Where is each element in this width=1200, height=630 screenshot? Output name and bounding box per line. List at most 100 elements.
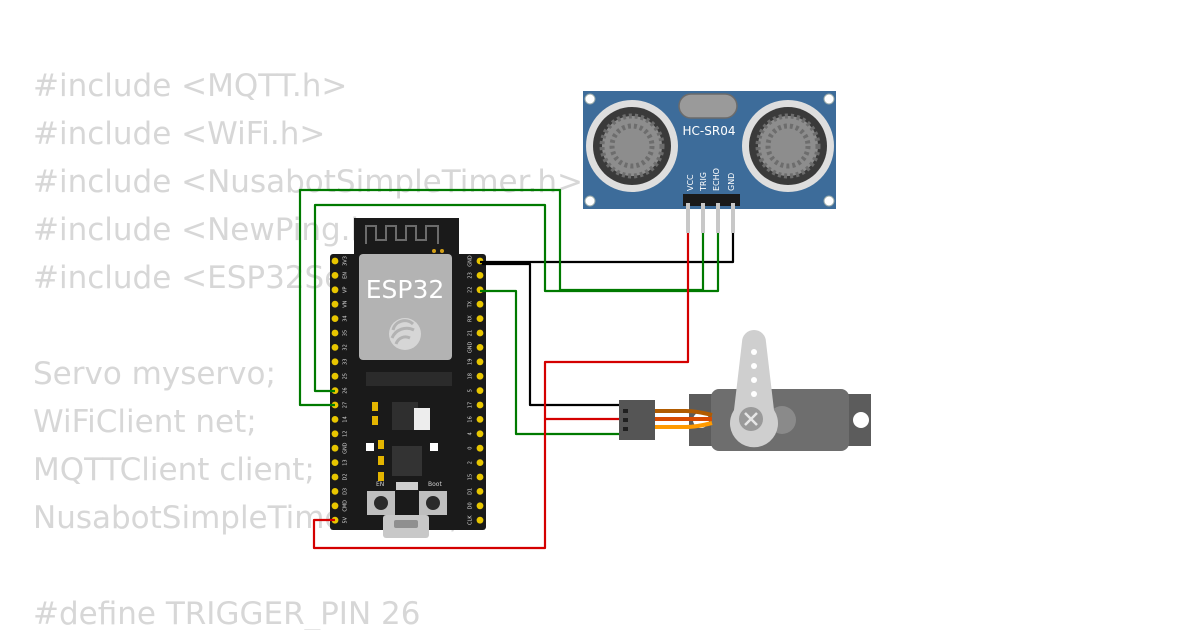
- esp32-pin[interactable]: [476, 430, 484, 438]
- connector-slot: [623, 418, 628, 422]
- esp32-pin[interactable]: [476, 416, 484, 423]
- hcsr04-sensor[interactable]: HC-SR04 VCC TRIG ECHO GND: [583, 91, 836, 233]
- esp32-pin[interactable]: [331, 272, 339, 279]
- connector-slot: [623, 427, 628, 431]
- sensor-pin-trig[interactable]: [701, 203, 705, 233]
- code-line: MQTTClient client;: [33, 452, 315, 488]
- esp32-pin-label: D0: [468, 502, 474, 509]
- esp32-pin[interactable]: [331, 257, 339, 265]
- esp32-pin[interactable]: [331, 430, 339, 438]
- esp32-pin[interactable]: [476, 516, 484, 524]
- sensor-pin-vcc[interactable]: [686, 203, 690, 233]
- esp32-pin[interactable]: [331, 358, 339, 366]
- esp32-pin[interactable]: [331, 488, 339, 495]
- smd-component: [396, 482, 418, 490]
- esp32-pin[interactable]: [476, 300, 484, 308]
- esp32-pin-label: 5V: [343, 516, 349, 523]
- esp32-pin-label: GND: [343, 442, 349, 454]
- esp32-pin[interactable]: [476, 272, 484, 279]
- esp32-pin-label: 34: [343, 315, 349, 321]
- esp32-pin[interactable]: [331, 372, 339, 380]
- esp32-pin[interactable]: [331, 315, 339, 322]
- esp32-pin-label: 13: [343, 459, 349, 465]
- wire-sensor-gnd[interactable]: [480, 233, 735, 264]
- esp32-pin[interactable]: [476, 488, 484, 495]
- esp32-pin[interactable]: [331, 329, 339, 337]
- esp32-pin[interactable]: [476, 329, 484, 337]
- antenna-pad: [440, 249, 444, 253]
- pin-label-echo: ECHO: [712, 168, 721, 191]
- esp32-pin[interactable]: [476, 502, 484, 510]
- code-line: WiFiClient net;: [33, 404, 257, 440]
- esp32-pin[interactable]: [331, 473, 339, 481]
- sensor-pin-gnd[interactable]: [731, 203, 735, 233]
- esp32-pin-label: 14: [343, 416, 349, 422]
- esp32-pin-label: 12: [343, 431, 349, 437]
- esp32-pin-label: 5: [468, 389, 474, 392]
- smd-component: [378, 440, 384, 449]
- sensor-label: HC-SR04: [683, 124, 736, 138]
- esp32-pin-label: 22: [468, 287, 474, 293]
- esp32-pin-label: RX: [468, 315, 474, 322]
- esp32-pin-label: 35: [343, 330, 349, 336]
- esp32-pin[interactable]: [476, 372, 484, 380]
- regulator: [392, 402, 418, 430]
- smd-component: [372, 402, 378, 411]
- screw-cross: [744, 412, 758, 426]
- esp32-pin-label: 33: [343, 359, 349, 365]
- code-line: Servo myservo;: [33, 356, 276, 392]
- module-castellation: [366, 372, 452, 386]
- esp32-pin[interactable]: [476, 459, 484, 466]
- esp32-shield: [359, 254, 452, 360]
- esp32-pin[interactable]: [331, 286, 339, 294]
- boot-label: Boot: [428, 481, 442, 488]
- esp32-pin-label: 27: [343, 402, 349, 408]
- esp32-pin[interactable]: [331, 344, 339, 351]
- esp32-pin-label: GND: [468, 342, 474, 354]
- esp32-pin-label: 19: [468, 359, 474, 365]
- esp32-board[interactable]: ESP32 EN Boot 3V3ENVPVN34353233252627141…: [330, 218, 486, 538]
- smd-component: [378, 472, 384, 481]
- usb-opening: [394, 520, 418, 528]
- crystal-oscillator: [678, 93, 738, 119]
- esp32-pin-label: CMD: [343, 500, 349, 512]
- left-pin-header[interactable]: 3V3ENVPVN343532332526271412GND13D2D3CMD5…: [331, 256, 349, 524]
- boot-button[interactable]: [426, 496, 440, 510]
- esp32-pin[interactable]: [476, 315, 484, 322]
- pin-label-vcc: VCC: [686, 174, 695, 191]
- esp32-pin[interactable]: [476, 401, 484, 409]
- wire-servo-signal[interactable]: [480, 289, 619, 436]
- esp32-pin[interactable]: [331, 502, 339, 510]
- smd-component: [430, 443, 438, 451]
- esp32-chip-label: ESP32: [366, 275, 445, 304]
- wire-echo[interactable]: [313, 203, 720, 393]
- esp32-pin[interactable]: [476, 286, 484, 294]
- esp32-pin-label: 32: [343, 344, 349, 350]
- esp32-pin[interactable]: [331, 444, 339, 452]
- wire-sensor-vcc[interactable]: [312, 233, 690, 550]
- code-line: #include <NusabotSimpleTimer.h>: [33, 164, 583, 200]
- transducer-right: [742, 100, 834, 192]
- esp32-pin[interactable]: [331, 416, 339, 423]
- code-line: #include <WiFi.h>: [33, 116, 326, 152]
- esp32-pin-label: VP: [343, 287, 349, 293]
- esp32-pin-label: 23: [468, 272, 474, 278]
- esp32-pin[interactable]: [476, 358, 484, 366]
- wire-servo-gnd[interactable]: [482, 262, 619, 407]
- esp32-pin-label: D1: [468, 488, 474, 495]
- esp32-pin[interactable]: [476, 473, 484, 481]
- sensor-pin-echo[interactable]: [716, 203, 720, 233]
- esp32-pin[interactable]: [331, 459, 339, 466]
- esp32-pin[interactable]: [476, 444, 484, 452]
- transducer-left: [586, 100, 678, 192]
- mount-hole: [584, 93, 596, 105]
- en-label: EN: [376, 481, 384, 488]
- servo-motor[interactable]: [619, 330, 871, 451]
- esp32-pin[interactable]: [476, 387, 484, 394]
- esp32-pin-label: 0: [468, 447, 474, 450]
- esp32-pin[interactable]: [476, 344, 484, 351]
- esp32-pin[interactable]: [331, 300, 339, 308]
- en-button[interactable]: [374, 496, 388, 510]
